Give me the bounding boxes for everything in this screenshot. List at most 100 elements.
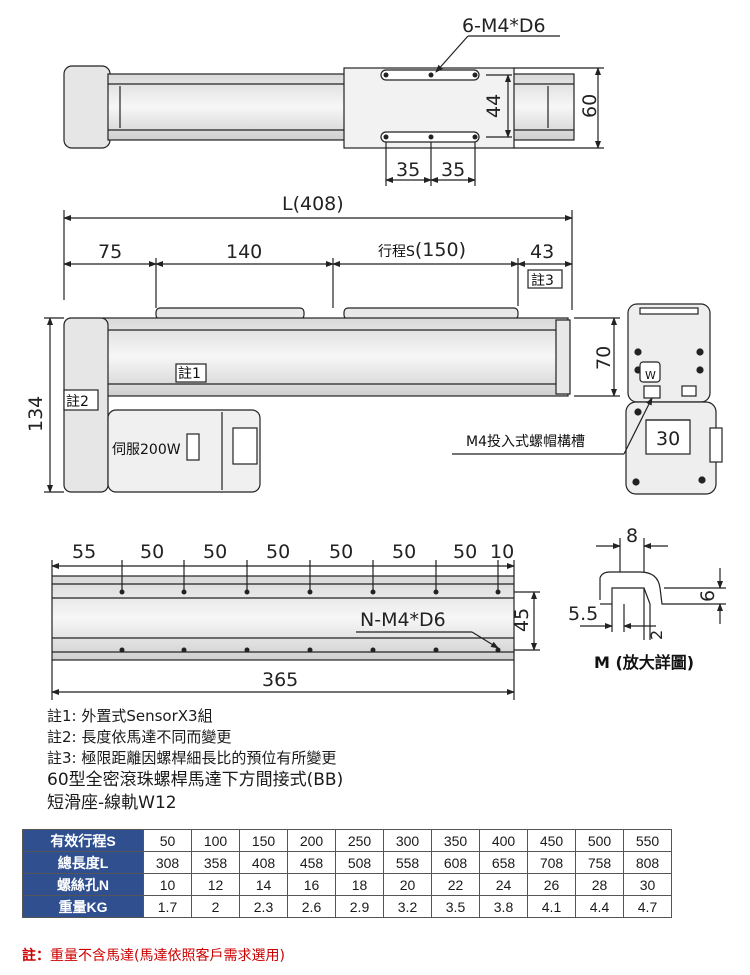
dim-60: 60 bbox=[579, 94, 601, 118]
table-cell: 12 bbox=[191, 873, 240, 896]
table-row: 有效行程S 50 100 150 200 250 300 350 400 450… bbox=[22, 829, 672, 852]
stroke-label: 行程S(150) bbox=[378, 239, 466, 261]
dim-365: 365 bbox=[262, 669, 298, 691]
table-cell: 1.7 bbox=[143, 895, 192, 918]
table-cell: 358 bbox=[191, 851, 240, 874]
detail-m bbox=[580, 538, 726, 640]
pitch-55: 55 bbox=[72, 541, 96, 563]
motor-label: 伺服200W bbox=[112, 442, 181, 458]
pitch-50-f: 50 bbox=[453, 541, 477, 563]
footnote-prefix: 註： bbox=[22, 948, 50, 964]
detail-dim-2: 2 bbox=[647, 630, 666, 640]
note1-tag: 註1 bbox=[178, 366, 201, 382]
table-cell: 458 bbox=[287, 851, 336, 874]
table-cell: 758 bbox=[575, 851, 624, 874]
technical-drawing: 6-M4*D6 44 60 35 35 bbox=[25, 15, 726, 700]
table-cell: 500 bbox=[575, 829, 624, 852]
pitch-50-a: 50 bbox=[140, 541, 164, 563]
dim-44: 44 bbox=[483, 94, 505, 118]
dim-134: 134 bbox=[25, 396, 47, 432]
bottom-mount-holes bbox=[119, 589, 501, 653]
notes-block: 註1: 外置式SensorX3組 註2: 長度依馬達不同而變更 註3: 極限距離… bbox=[47, 706, 707, 815]
footnote: 註：重量不含馬達(馬達依照客戶需求選用) bbox=[22, 945, 285, 965]
table-cell: 408 bbox=[239, 851, 288, 874]
detail-caption: M (放大詳圖) bbox=[594, 653, 694, 672]
pitch-50-d: 50 bbox=[329, 541, 353, 563]
detail-dim-5-5: 5.5 bbox=[568, 603, 598, 625]
table-cell: 300 bbox=[383, 829, 432, 852]
dim-45: 45 bbox=[511, 608, 533, 632]
table-row: 重量KG 1.7 2 2.3 2.6 2.9 3.2 3.5 3.8 4.1 4… bbox=[22, 895, 672, 918]
note-1: 註1: 外置式SensorX3組 bbox=[47, 707, 213, 725]
table-cell: 400 bbox=[479, 829, 528, 852]
table-cell: 20 bbox=[383, 873, 432, 896]
footnote-text: 重量不含馬達(馬達依照客戶需求選用) bbox=[50, 948, 285, 964]
row-header: 總長度L bbox=[22, 851, 144, 874]
table-cell: 28 bbox=[575, 873, 624, 896]
row-header: 重量KG bbox=[22, 895, 144, 918]
end-view bbox=[452, 303, 723, 495]
table-cell: 708 bbox=[527, 851, 576, 874]
table-cell: 30 bbox=[623, 873, 672, 896]
table-cell: 50 bbox=[143, 829, 192, 852]
model-subtitle: 短滑座-線軌W12 bbox=[47, 793, 177, 813]
detail-dim-8: 8 bbox=[626, 525, 638, 547]
table-cell: 3.2 bbox=[383, 895, 432, 918]
table-cell: 10 bbox=[143, 873, 192, 896]
table-cell: 808 bbox=[623, 851, 672, 874]
table-cell: 14 bbox=[239, 873, 288, 896]
table-cell: 450 bbox=[527, 829, 576, 852]
table-cell: 18 bbox=[335, 873, 384, 896]
table-cell: 508 bbox=[335, 851, 384, 874]
table-cell: 558 bbox=[383, 851, 432, 874]
table-row: 總長度L 308 358 408 458 508 558 608 658 708… bbox=[22, 851, 672, 874]
end-w-label: W bbox=[645, 369, 656, 382]
top-view bbox=[63, 35, 604, 186]
table-cell: 308 bbox=[143, 851, 192, 874]
dim-30: 30 bbox=[656, 428, 680, 450]
pitch-50-c: 50 bbox=[266, 541, 290, 563]
bottom-holes-label: N-M4*D6 bbox=[360, 609, 446, 631]
dim-35-right: 35 bbox=[441, 159, 465, 181]
row-header: 螺絲孔N bbox=[22, 873, 144, 896]
table-cell: 100 bbox=[191, 829, 240, 852]
side-view bbox=[44, 210, 620, 493]
table-cell: 2 bbox=[191, 895, 240, 918]
dim-35-left: 35 bbox=[396, 159, 420, 181]
dim-overall-length: L(408) bbox=[282, 193, 344, 215]
table-cell: 4.1 bbox=[527, 895, 576, 918]
table-cell: 608 bbox=[431, 851, 480, 874]
table-cell: 2.6 bbox=[287, 895, 336, 918]
table-cell: 2.9 bbox=[335, 895, 384, 918]
table-cell: 200 bbox=[287, 829, 336, 852]
table-cell: 4.4 bbox=[575, 895, 624, 918]
table-cell: 22 bbox=[431, 873, 480, 896]
table-cell: 250 bbox=[335, 829, 384, 852]
top-holes-label: 6-M4*D6 bbox=[462, 15, 546, 37]
table-cell: 350 bbox=[431, 829, 480, 852]
table-cell: 2.3 bbox=[239, 895, 288, 918]
dim-70: 70 bbox=[593, 346, 615, 370]
dim-43: 43 bbox=[530, 241, 554, 263]
table-cell: 16 bbox=[287, 873, 336, 896]
table-cell: 150 bbox=[239, 829, 288, 852]
dim-75: 75 bbox=[98, 241, 122, 263]
model-title: 60型全密滾珠螺桿馬達下方間接式(BB) bbox=[47, 770, 344, 790]
top-mount-holes bbox=[383, 72, 478, 140]
nut-groove-label: M4投入式螺帽構槽 bbox=[466, 434, 585, 450]
pitch-50-b: 50 bbox=[203, 541, 227, 563]
note-3: 註3: 極限距離因螺桿細長比的預位有所變更 bbox=[47, 749, 337, 767]
table-cell: 3.8 bbox=[479, 895, 528, 918]
table-cell: 24 bbox=[479, 873, 528, 896]
table-cell: 4.7 bbox=[623, 895, 672, 918]
note2-tag: 註2 bbox=[66, 394, 89, 410]
pitch-10: 10 bbox=[490, 541, 514, 563]
note3-tag: 註3 bbox=[531, 273, 554, 289]
table-cell: 3.5 bbox=[431, 895, 480, 918]
table-row: 螺絲孔N 10 12 14 16 18 20 22 24 26 28 30 bbox=[22, 873, 672, 896]
note-2: 註2: 長度依馬達不同而變更 bbox=[47, 728, 232, 746]
pitch-50-e: 50 bbox=[392, 541, 416, 563]
table-cell: 550 bbox=[623, 829, 672, 852]
dim-140: 140 bbox=[226, 241, 262, 263]
table-cell: 26 bbox=[527, 873, 576, 896]
